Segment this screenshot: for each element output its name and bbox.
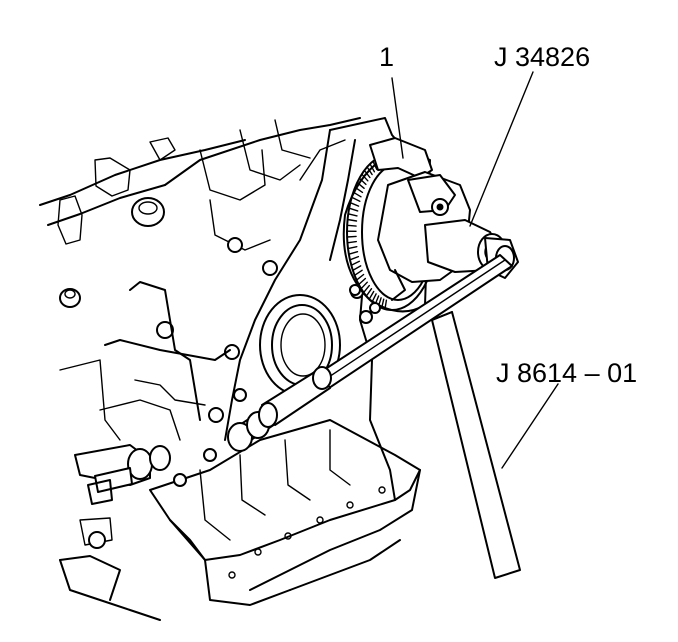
gear-tooth — [347, 236, 356, 237]
leader-line-holder — [470, 72, 533, 226]
callout-holder-tool-label: J 34826 — [494, 44, 590, 71]
leader-line-bar — [502, 384, 558, 468]
callout-bar-tool-label: J 8614 – 01 — [496, 360, 637, 387]
gear-tooth — [347, 225, 356, 226]
callout-gear-label: 1 — [379, 44, 394, 71]
bar-tool-j8614-01 — [432, 312, 520, 578]
